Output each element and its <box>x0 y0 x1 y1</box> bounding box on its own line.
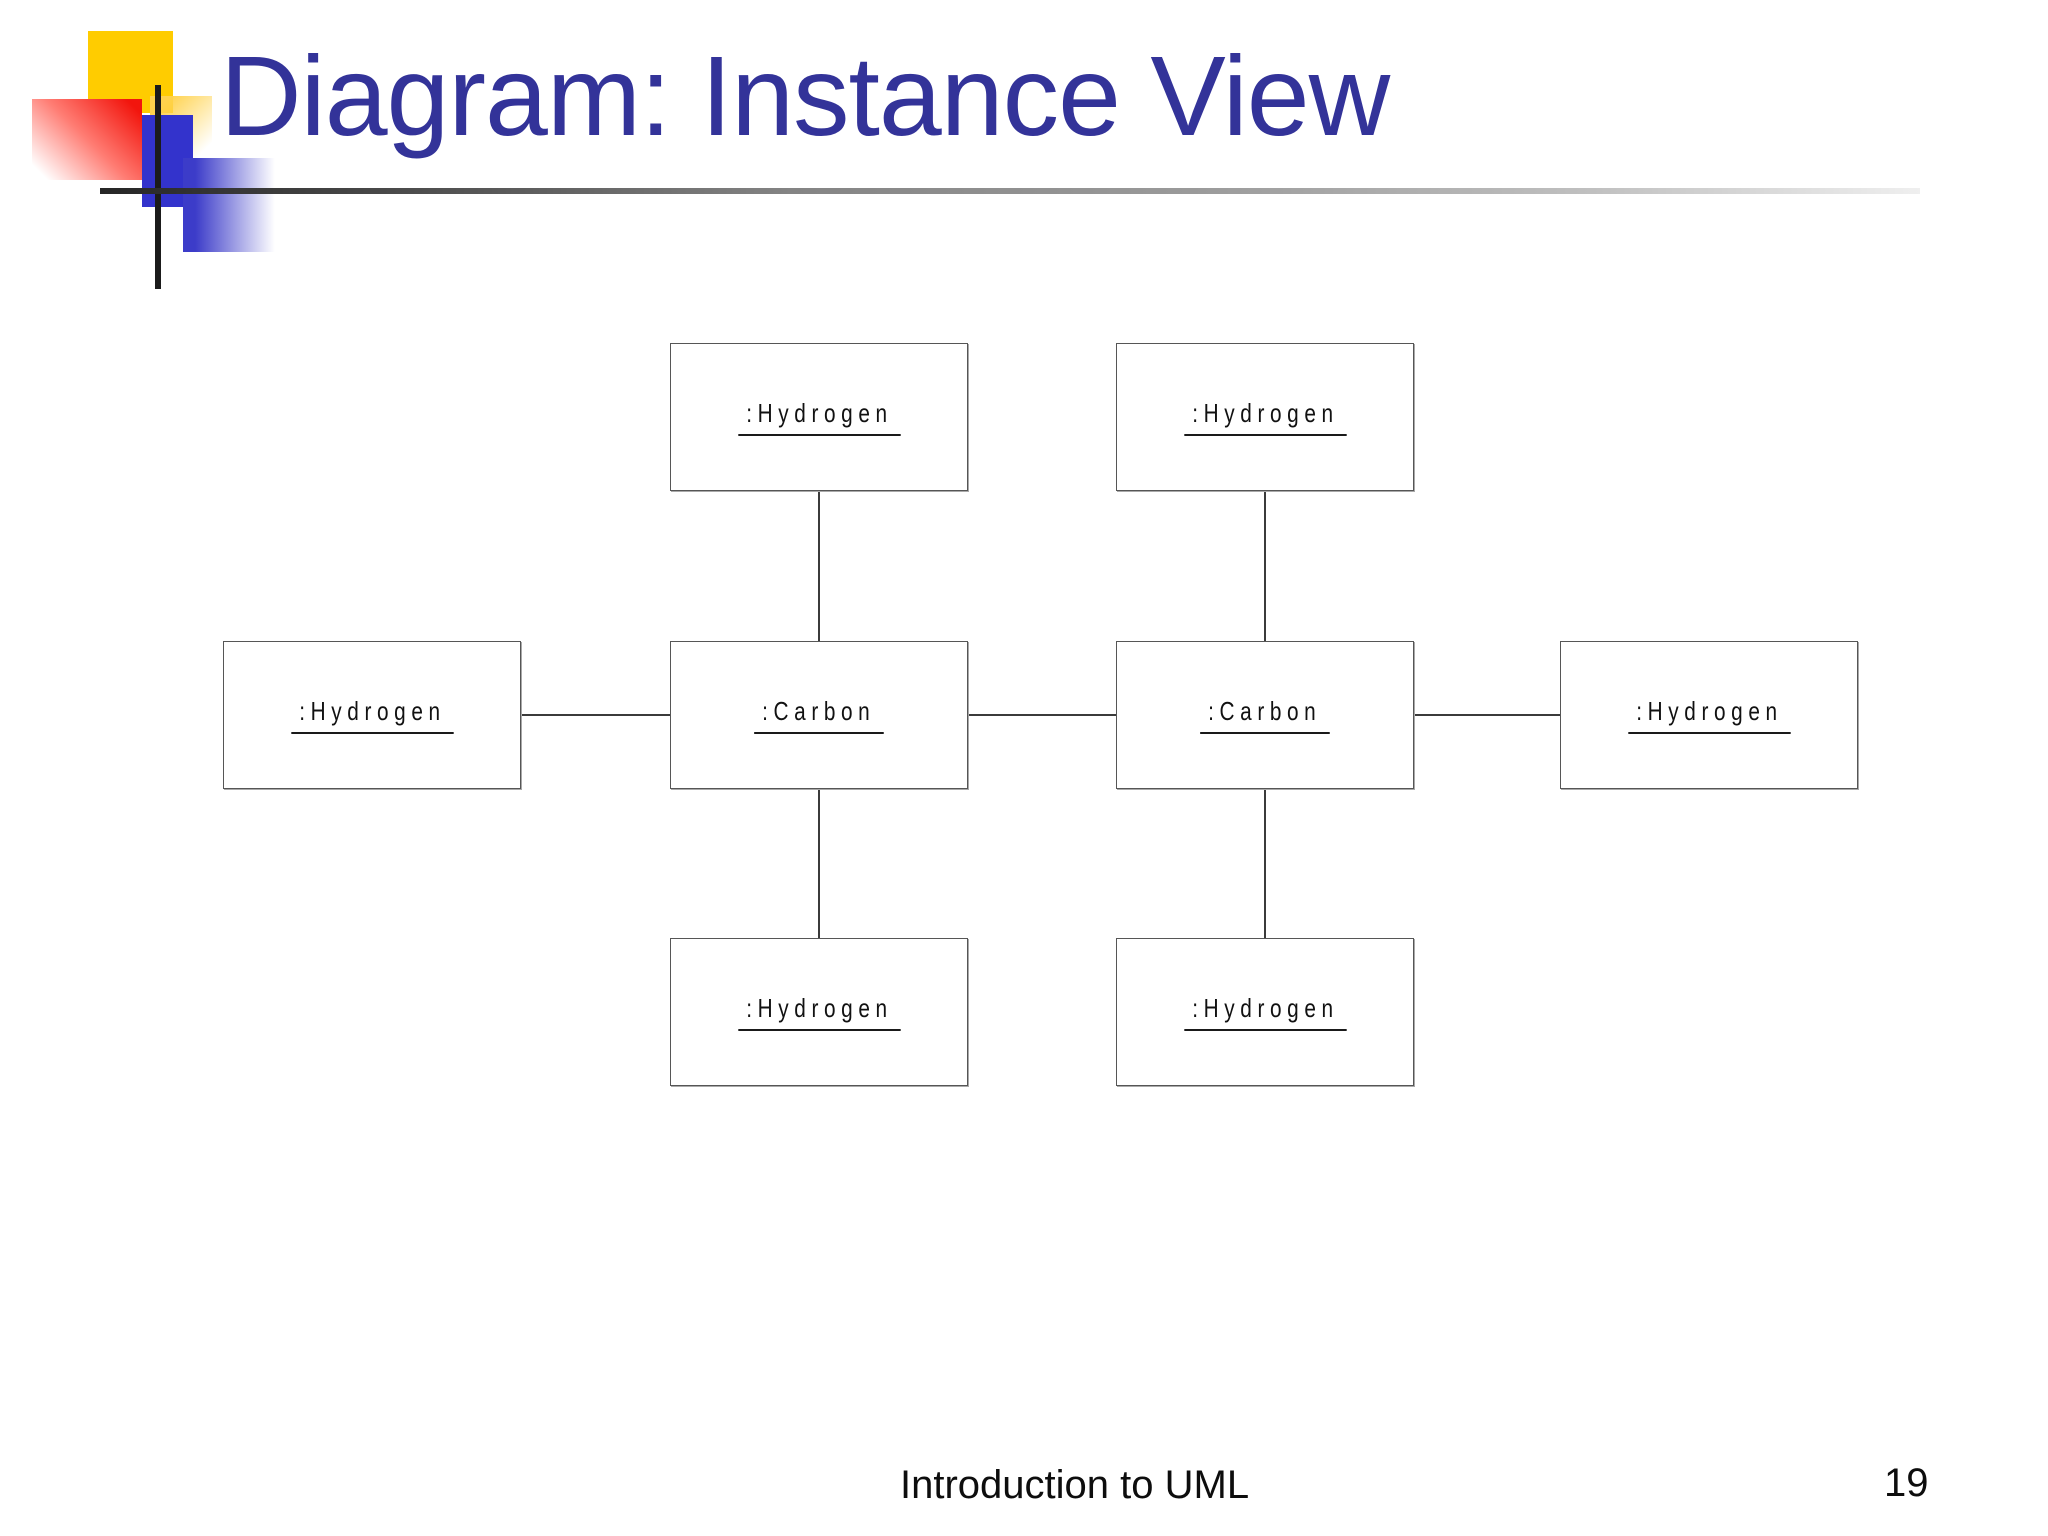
decoration-red-gradient-square <box>32 99 142 180</box>
object-box-carbon-1: :Carbon <box>670 641 968 789</box>
object-box-hydrogen-bottom-2: :Hydrogen <box>1116 938 1414 1086</box>
edge-carbon-2-hydrogen-bottom-2 <box>1264 789 1266 938</box>
object-label: :Carbon <box>1200 696 1330 734</box>
object-box-hydrogen-top-1: :Hydrogen <box>670 343 968 491</box>
object-label: :Hydrogen <box>737 993 901 1031</box>
object-label: :Carbon <box>754 696 884 734</box>
footer-text: Introduction to UML <box>900 1463 1250 1507</box>
page-title: Diagram: Instance View <box>220 33 1390 159</box>
object-box-hydrogen-bottom-1: :Hydrogen <box>670 938 968 1086</box>
object-label: :Hydrogen <box>290 696 454 734</box>
edge-carbon-1-carbon-2 <box>969 714 1116 716</box>
object-box-hydrogen-left: :Hydrogen <box>223 641 521 789</box>
object-label: :Hydrogen <box>1183 398 1347 436</box>
edge-carbon-1-hydrogen-bottom-1 <box>818 789 820 938</box>
object-label: :Hydrogen <box>1627 696 1791 734</box>
page-number: 19 <box>1884 1461 1929 1505</box>
edge-hydrogen-top-2-carbon-2 <box>1264 492 1266 641</box>
object-box-hydrogen-right: :Hydrogen <box>1560 641 1858 789</box>
title-separator-rule <box>100 188 1920 194</box>
edge-hydrogen-left-carbon-1 <box>521 714 670 716</box>
edge-hydrogen-top-1-carbon-1 <box>818 492 820 641</box>
edge-carbon-2-hydrogen-right <box>1415 714 1560 716</box>
object-box-hydrogen-top-2: :Hydrogen <box>1116 343 1414 491</box>
decoration-blue-fade-square <box>183 158 285 252</box>
decoration-vertical-line <box>155 85 161 289</box>
object-box-carbon-2: :Carbon <box>1116 641 1414 789</box>
object-label: :Hydrogen <box>737 398 901 436</box>
object-label: :Hydrogen <box>1183 993 1347 1031</box>
